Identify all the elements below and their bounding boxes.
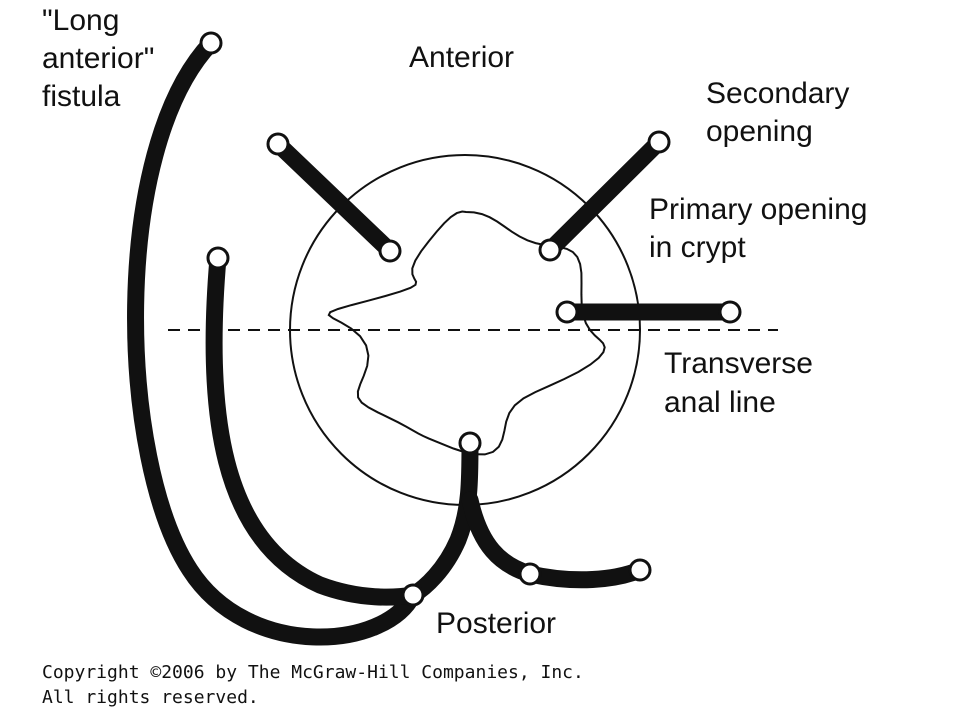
copyright-line2: All rights reserved. <box>42 687 259 708</box>
label-long-anterior-fistula-line1: "Long <box>42 4 120 37</box>
fistula-tract-upper-left <box>269 135 399 260</box>
secondary-opening-long-anterior <box>199 31 223 55</box>
label-primary-opening-line1: Primary opening <box>649 193 868 226</box>
label-anterior: Anterior <box>409 41 515 74</box>
label-long-anterior-fistula-line2: anterior" <box>42 42 155 75</box>
fistula-tract-long-anterior <box>127 34 422 646</box>
copyright-line1: Copyright ©2006 by The McGraw-Hill Compa… <box>42 662 584 683</box>
fistula-tract-posterior-branch <box>461 491 649 589</box>
primary-opening-upper-right <box>538 238 562 262</box>
label-posterior: Posterior <box>436 607 557 640</box>
secondary-opening-right <box>718 300 742 324</box>
label-secondary-opening-line1: Secondary <box>706 77 850 110</box>
primary-opening-right <box>555 300 579 324</box>
secondary-opening-inner-left <box>206 246 230 270</box>
branch-opening-posterior-mid <box>518 562 542 586</box>
label-secondary-opening-line2: opening <box>706 115 813 148</box>
label-long-anterior-fistula-line3: fistula <box>42 80 121 113</box>
label-primary-opening-line2: in crypt <box>649 231 746 264</box>
primary-opening-upper-left <box>378 239 402 263</box>
secondary-opening-upper-left <box>266 132 290 156</box>
branch-opening-posterior-end <box>628 558 652 582</box>
fistula-tract-upper-right <box>541 133 668 259</box>
anal-lumen-wavy-outline <box>327 210 606 456</box>
secondary-opening-posterior <box>401 583 425 607</box>
fistula-tract-posterior-trunk <box>404 434 479 604</box>
primary-opening-posterior <box>458 431 482 455</box>
label-transverse-anal-line-line1: Transverse <box>664 347 813 380</box>
secondary-opening-upper-right <box>647 130 671 154</box>
label-transverse-anal-line-line2: anal line <box>664 386 776 419</box>
fistula-tract-inner-left <box>205 249 422 606</box>
